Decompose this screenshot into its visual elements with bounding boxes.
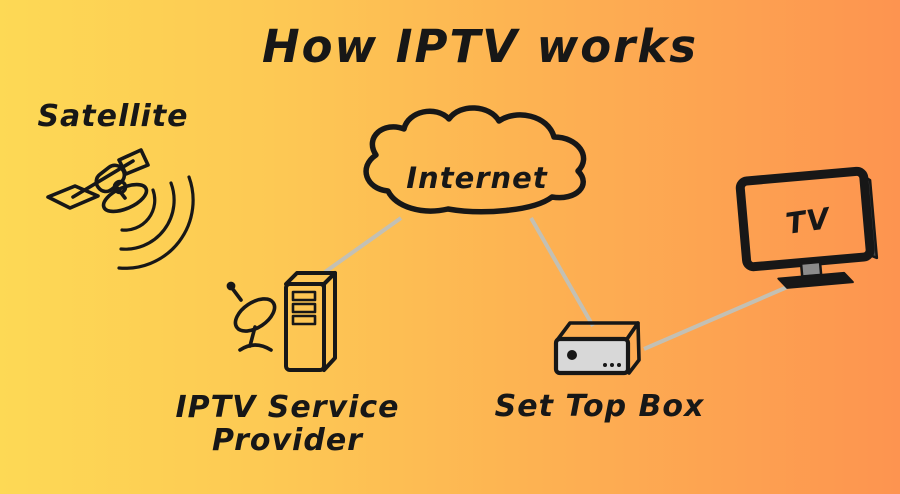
provider-label-line2: Provider	[212, 423, 363, 458]
satellite-label: Satellite	[37, 99, 189, 134]
server-slots	[291, 290, 317, 326]
page-title: How IPTV works	[261, 20, 699, 73]
stb-label: Set Top Box	[494, 389, 705, 424]
tv-body	[735, 166, 879, 289]
connector-internet-stb	[529, 217, 595, 327]
stb-front-face	[553, 336, 631, 376]
stb-power-dot	[567, 350, 577, 360]
satellite-icon	[46, 148, 195, 270]
set-top-box-icon	[553, 321, 641, 376]
provider-label: IPTV Service Provider	[175, 391, 400, 457]
ground-dish-icon	[226, 281, 277, 352]
internet-label: Internet	[406, 161, 548, 195]
cloud-outline	[363, 105, 587, 215]
satellite-panel-left	[46, 184, 100, 210]
provider-label-line1: IPTV Service	[175, 390, 400, 425]
satellite-dish	[101, 182, 149, 214]
signal-waves-icon	[117, 175, 195, 270]
tv-icon	[735, 166, 879, 289]
server-icon	[284, 271, 337, 372]
connector-internet-provider	[323, 216, 403, 274]
stb-side-face	[625, 321, 641, 375]
stb-top-face	[556, 321, 640, 341]
stb-led-dots	[603, 363, 621, 367]
satellite-dish-arm	[113, 183, 127, 200]
server-dish-icon	[226, 271, 337, 372]
tv-stand-base	[777, 271, 854, 289]
connector-stb-tv	[643, 283, 793, 351]
cloud-icon	[363, 105, 587, 215]
